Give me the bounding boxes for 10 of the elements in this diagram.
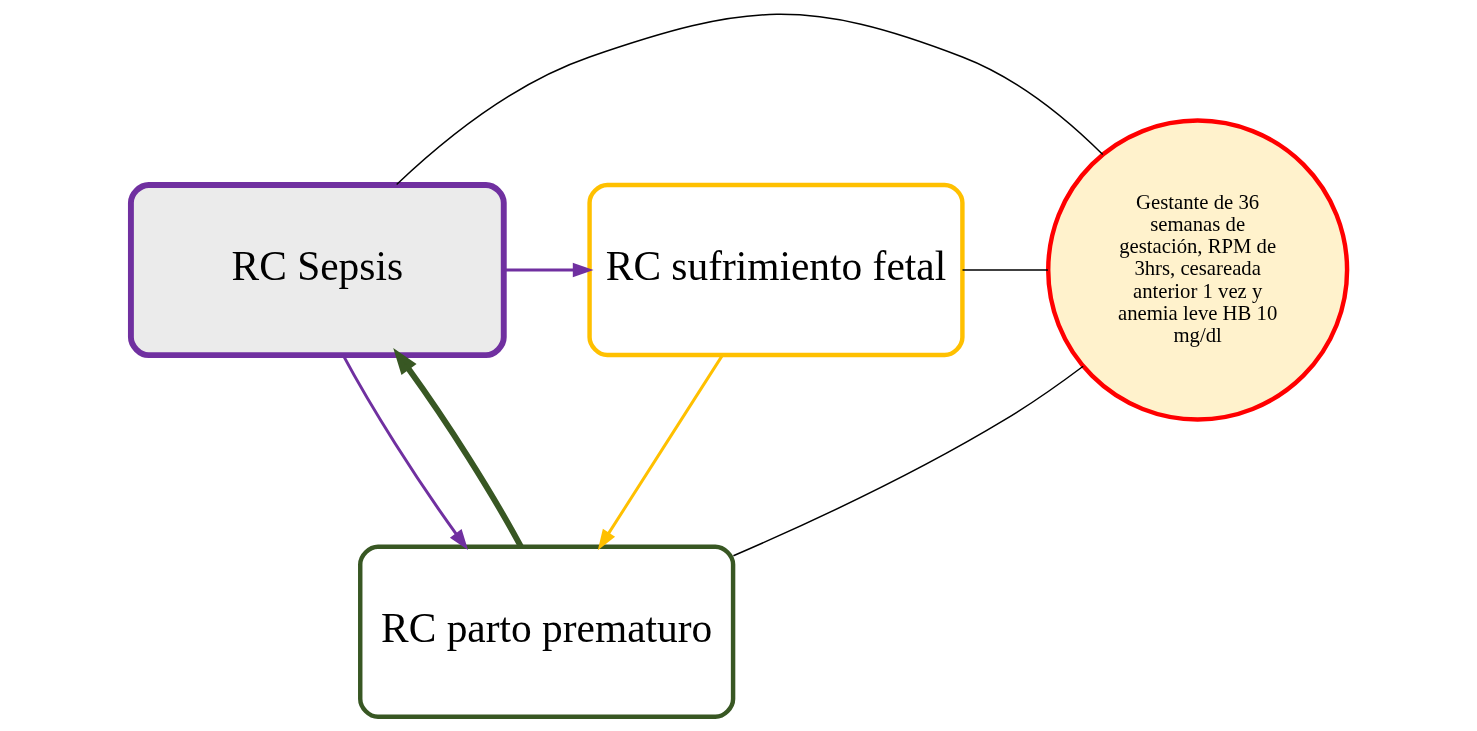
- connector: [961, 269, 1049, 271]
- arrow: [392, 347, 523, 548]
- arrow: [503, 262, 594, 278]
- arrow: [597, 354, 724, 551]
- node-circle: Gestante de 36 semanas de gestación, RPM de 3hrs, cesareada anterior 1 vez y anemia leve HB 10 mg/dl: [1045, 118, 1349, 422]
- node-box: RC sufrimiento fetal: [586, 182, 965, 358]
- connector: [732, 365, 1084, 557]
- node-box: RC parto prematuro: [357, 544, 735, 720]
- connector: [395, 13, 1103, 186]
- node-box: RC Sepsis: [127, 182, 507, 359]
